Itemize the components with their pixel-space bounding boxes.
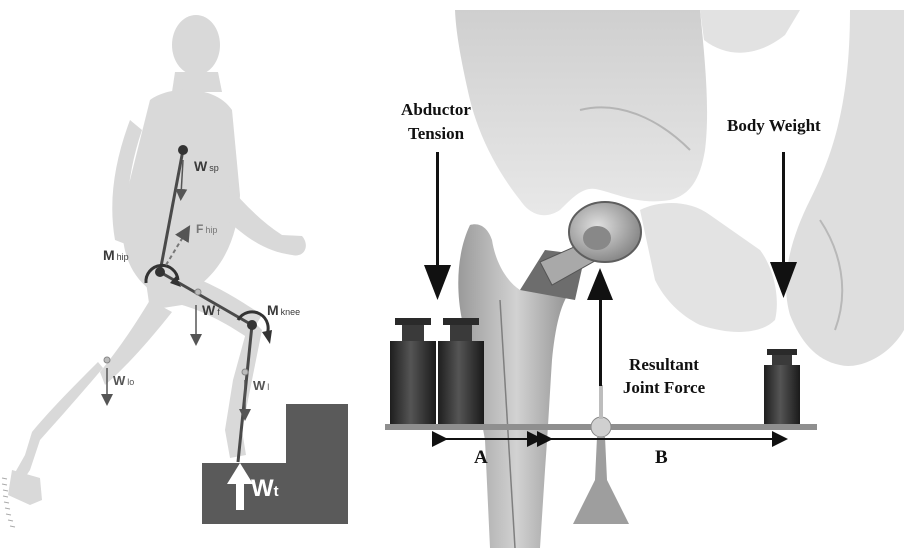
abductor-arrowhead xyxy=(424,265,451,300)
ground-reaction-arrow-shaft xyxy=(236,482,244,510)
lever-arm-a-label: A xyxy=(474,447,488,469)
fulcrum-spike xyxy=(599,385,603,419)
runner-silhouette xyxy=(8,15,306,505)
hip-joint xyxy=(155,267,165,277)
w-t-label: Wt xyxy=(251,475,279,503)
hip-implant xyxy=(520,202,641,300)
abductor-tension-label: Abductor Tension xyxy=(392,98,480,146)
fulcrum-stand xyxy=(573,437,629,524)
trail-leg-com-marker xyxy=(104,357,110,363)
running-figure-panel xyxy=(2,15,348,527)
abductor-weight-1 xyxy=(390,318,436,424)
knee-joint xyxy=(247,320,257,330)
shank-com-marker xyxy=(242,369,248,375)
thigh-com-marker xyxy=(195,289,201,295)
body-weight-label: Body Weight xyxy=(727,116,821,136)
body-weight-arrow-shaft xyxy=(782,152,785,264)
hip-lever-panel xyxy=(385,10,904,548)
lever-pivot xyxy=(591,417,611,437)
shoulder-joint xyxy=(178,145,188,155)
lever-arm-b-label: B xyxy=(655,447,668,469)
resultant-joint-force-label: Resultant Joint Force xyxy=(614,353,714,399)
stair-step xyxy=(202,404,348,524)
abductor-arrow-shaft xyxy=(436,152,439,270)
joint-force-arrowhead xyxy=(587,268,613,300)
joint-force-arrow-shaft xyxy=(599,298,602,386)
body-weight-block xyxy=(764,349,800,424)
